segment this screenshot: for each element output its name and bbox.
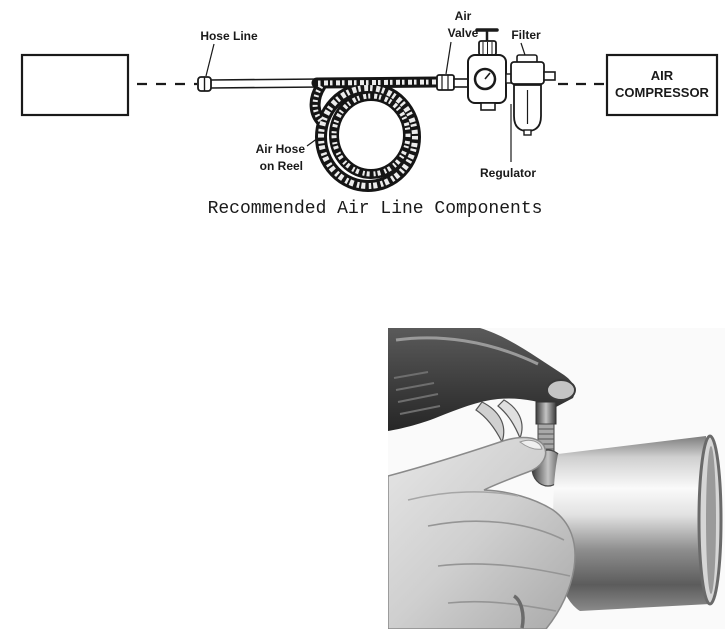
inlet-pipe [454, 79, 469, 87]
air-hose-label-line2: on Reel [260, 159, 303, 173]
air-hose-on-reel [315, 82, 437, 186]
regulator-base [481, 103, 495, 110]
filter-drain [524, 130, 531, 135]
air-line-diagram: AIR COMPRESSOR Hose Line Air Valve Filte… [0, 0, 725, 230]
hose-line-leader [206, 44, 214, 76]
hose-fitting [198, 77, 211, 91]
diagram-caption: Recommended Air Line Components [208, 199, 543, 219]
outlet-pipe [544, 72, 555, 80]
hose-line-label: Hose Line [200, 29, 258, 43]
air-valve-label-line2: Valve [448, 26, 479, 40]
air-compressor-label-line1: AIR [651, 68, 674, 83]
spray-gun-box [22, 55, 128, 115]
air-compressor-label-line2: COMPRESSOR [615, 85, 710, 100]
filter [511, 55, 544, 135]
spray-gun-cup-photo [388, 328, 725, 629]
fluid-fitting-nut [536, 402, 556, 424]
air-cap [547, 380, 575, 400]
filter-leader [521, 43, 525, 55]
air-hose-label-line1: Air Hose [256, 142, 306, 156]
air-valve-leader [446, 42, 451, 74]
paint-cup-rim-inner [706, 446, 716, 594]
filter-head [511, 62, 544, 84]
hose-line [211, 79, 322, 88]
air-hose-straight [317, 82, 437, 83]
regulator-label: Regulator [480, 166, 536, 180]
regulator [468, 30, 506, 110]
paint-cup-body [553, 436, 710, 611]
air-valve-body [437, 75, 454, 90]
air-valve [437, 75, 454, 90]
air-valve-label-line1: Air [455, 9, 472, 23]
filter-label: Filter [511, 28, 541, 42]
